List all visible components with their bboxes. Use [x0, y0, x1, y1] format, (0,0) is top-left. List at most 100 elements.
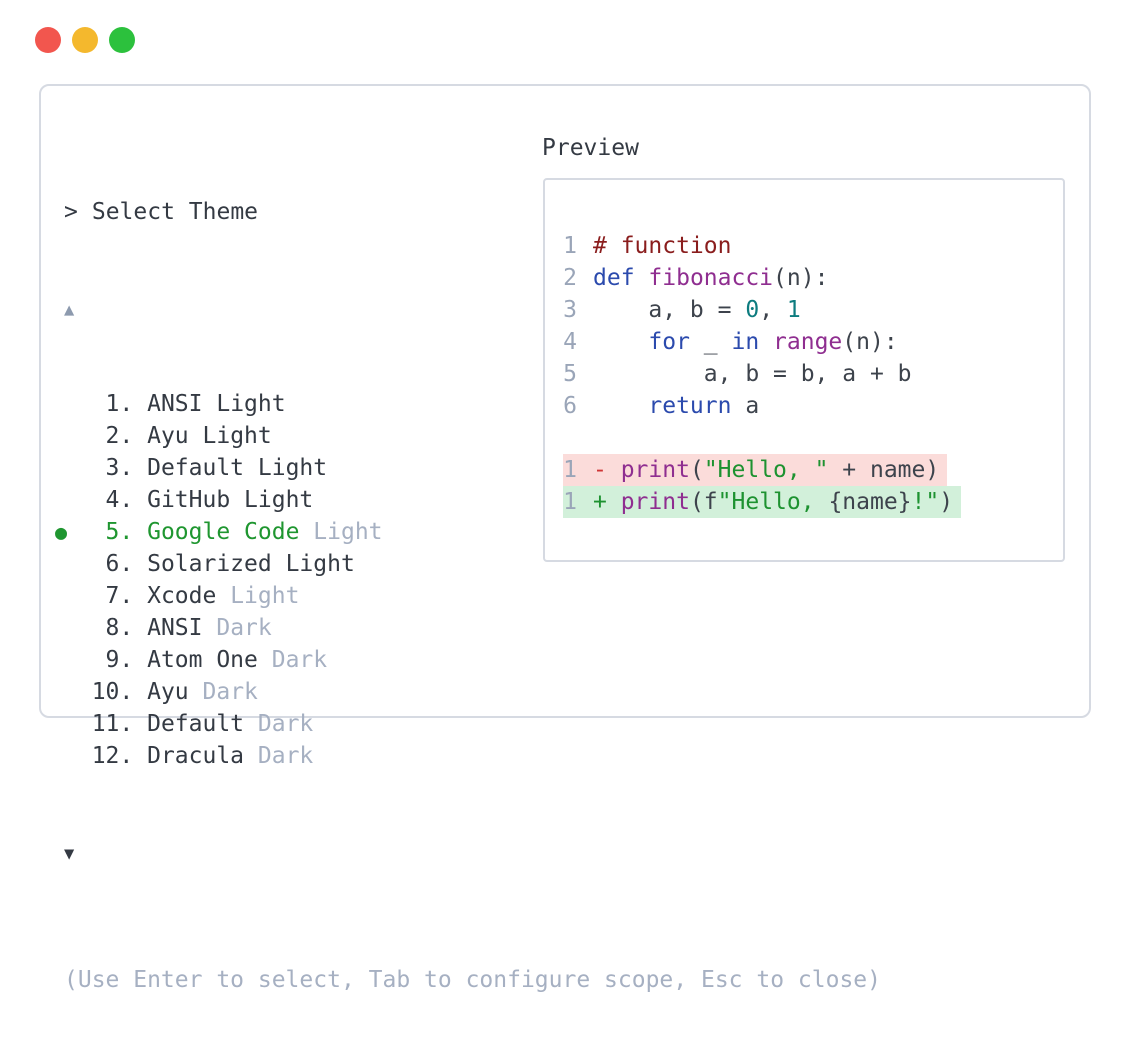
- theme-item-name: Google Code: [147, 519, 300, 545]
- theme-item-name: GitHub: [147, 487, 231, 513]
- theme-item-number: 8.: [64, 615, 148, 641]
- theme-list-item[interactable]: 11. Default Dark: [64, 708, 881, 740]
- theme-list-item[interactable]: 1. ANSI Light: [64, 388, 881, 420]
- minimize-button[interactable]: [72, 27, 98, 53]
- theme-item-variant: Light: [244, 487, 314, 513]
- code-token: [593, 393, 648, 419]
- code-token: "Hello,: [717, 489, 829, 515]
- code-token: print: [620, 489, 690, 515]
- theme-item-number: 10.: [64, 679, 148, 705]
- diff-highlight: 1- print("Hello, " + name): [563, 454, 948, 486]
- scroll-down-icon[interactable]: ▼: [64, 844, 75, 864]
- code-token: +: [593, 489, 621, 515]
- theme-item-number: 11.: [64, 711, 148, 737]
- theme-list-item[interactable]: ● 5. Google Code Light: [55, 516, 881, 548]
- theme-item-name: Xcode: [147, 583, 217, 609]
- code-line-added: 1+ print(f"Hello, {name}!"): [563, 486, 1063, 518]
- code-token: # function: [593, 233, 732, 259]
- theme-item-name: Solarized: [147, 551, 272, 577]
- theme-item-variant: Dark: [257, 743, 314, 769]
- code-token: print: [620, 457, 690, 483]
- theme-item-variant: Light: [230, 583, 300, 609]
- code-token: "Hello, ": [703, 457, 829, 483]
- line-number: 2: [563, 265, 577, 291]
- theme-list-item[interactable]: 10. Ayu Dark: [64, 676, 881, 708]
- theme-item-name: Dracula: [147, 743, 245, 769]
- theme-picker-dialog: >Select Theme ▲ 1. ANSI Light 2. Ayu Lig…: [39, 84, 1091, 993]
- theme-item-variant: Dark: [216, 615, 272, 641]
- code-line: 6 return a: [563, 390, 1063, 422]
- theme-list-item[interactable]: 4. GitHub Light: [64, 484, 881, 516]
- theme-item-variant: Dark: [202, 679, 258, 705]
- code-token: for: [648, 329, 690, 355]
- code-token: a, b =: [593, 297, 746, 323]
- theme-item-number: 4.: [64, 487, 148, 513]
- code-token: [593, 329, 648, 355]
- line-number: 1: [563, 489, 577, 515]
- scroll-up-icon[interactable]: ▲: [64, 300, 75, 320]
- line-number: 5: [563, 361, 577, 387]
- close-button[interactable]: [35, 27, 61, 53]
- code-token: {name}: [828, 489, 912, 515]
- code-line: 3 a, b = 0, 1: [563, 294, 1063, 326]
- code-token: + name): [828, 457, 940, 483]
- code-token: 1: [786, 297, 801, 323]
- code-token: return: [648, 393, 732, 419]
- theme-list-item[interactable]: 8. ANSI Dark: [64, 612, 881, 644]
- theme-item-number: 1.: [64, 391, 148, 417]
- theme-item-variant: Light: [257, 455, 328, 481]
- code-token: 0: [745, 297, 760, 323]
- dialog-header: >Select Theme: [64, 196, 881, 228]
- theme-item-variant: Light: [313, 519, 383, 545]
- page-title: Select Theme: [91, 199, 259, 225]
- theme-list-item[interactable]: 7. Xcode Light: [64, 580, 881, 612]
- theme-list-item[interactable]: 12. Dracula Dark: [64, 740, 881, 772]
- code-token: a, b = b, a + b: [593, 361, 912, 387]
- theme-item-number: 6.: [64, 551, 148, 577]
- theme-list-item[interactable]: 2. Ayu Light: [64, 420, 881, 452]
- selected-bullet-icon: ●: [55, 520, 68, 544]
- theme-item-variant: Light: [285, 551, 355, 577]
- theme-item-number: 2.: [64, 423, 148, 449]
- code-token: [759, 329, 773, 355]
- theme-item-name: Ayu: [147, 423, 189, 449]
- theme-item-number: 9.: [64, 647, 148, 673]
- hint-text: (Use Enter to select, Tab to configure s…: [64, 967, 881, 993]
- line-number: 4: [563, 329, 577, 355]
- code-token: range: [773, 329, 843, 355]
- theme-item-name: Atom One: [147, 647, 258, 673]
- theme-item-variant: Light: [216, 391, 286, 417]
- theme-list-item[interactable]: 9. Atom One Dark: [64, 644, 881, 676]
- preview-label: Preview: [542, 135, 639, 161]
- theme-list-item[interactable]: 6. Solarized Light: [64, 548, 881, 580]
- code-token: ): [939, 489, 954, 515]
- theme-list-item[interactable]: 3. Default Light: [64, 452, 881, 484]
- theme-item-name: Default: [147, 711, 245, 737]
- code-line-removed: 1- print("Hello, " + name): [563, 454, 1063, 486]
- line-number: 1: [563, 233, 577, 259]
- theme-item-name: ANSI: [147, 615, 203, 641]
- window-controls: [35, 27, 135, 53]
- theme-item-variant: Dark: [257, 711, 314, 737]
- code-token: -: [593, 457, 621, 483]
- line-number: 3: [563, 297, 577, 323]
- code-token: [635, 265, 649, 291]
- code-token: fibonacci: [648, 265, 774, 291]
- scroll-up-row: ▲: [64, 292, 881, 324]
- code-token: ,: [759, 297, 787, 323]
- diff-highlight: 1+ print(f"Hello, {name}!"): [563, 486, 962, 518]
- line-number: 1: [563, 457, 577, 483]
- theme-item-number: 5.: [64, 519, 148, 545]
- code-token: _: [689, 329, 732, 355]
- theme-item-number: 7.: [64, 583, 148, 609]
- line-number: 6: [563, 393, 577, 419]
- zoom-button[interactable]: [109, 27, 135, 53]
- code-token: (f: [689, 489, 718, 515]
- theme-item-number: 3.: [64, 455, 148, 481]
- theme-item-name: Default: [147, 455, 245, 481]
- theme-item-variant: Dark: [271, 647, 328, 673]
- code-token: (n):: [842, 329, 898, 355]
- code-token: (: [689, 457, 704, 483]
